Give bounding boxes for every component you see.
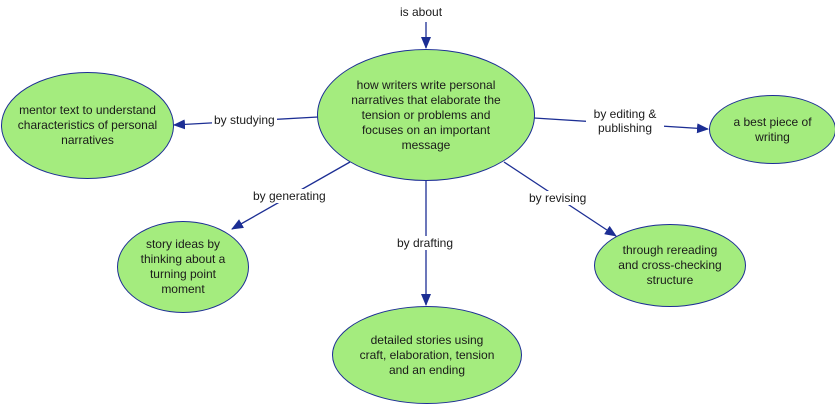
node-mentor-text[interactable]: mentor text to understand characteristic… — [1, 72, 174, 179]
is-about-label: is about — [398, 5, 445, 19]
node-story-ideas-label: story ideas by thinking about a turning … — [140, 237, 226, 296]
node-rereading-label: through rereading and cross-checking str… — [618, 243, 722, 287]
link-label-revising: by revising — [527, 191, 589, 205]
node-story-ideas[interactable]: story ideas by thinking about a turning … — [117, 221, 249, 313]
link-label-drafting: by drafting — [395, 236, 456, 250]
node-center[interactable]: how writers write personal narratives th… — [317, 49, 535, 181]
node-center-text: how writers write personal narratives th… — [351, 77, 501, 152]
node-best-piece[interactable]: a best piece of writing — [709, 95, 835, 164]
link-label-studying: by studying — [212, 113, 277, 127]
node-detailed-stories[interactable]: detailed stories using craft, elaboratio… — [332, 306, 522, 404]
link-label-editing: by editing & publishing — [586, 107, 664, 135]
node-best-piece-label: a best piece of writing — [733, 114, 812, 144]
node-mentor-text-label: mentor text to understand characteristic… — [17, 103, 158, 147]
node-rereading[interactable]: through rereading and cross-checking str… — [594, 224, 746, 307]
node-detailed-stories-label: detailed stories using craft, elaboratio… — [359, 332, 495, 377]
link-label-generating: by generating — [251, 189, 328, 203]
